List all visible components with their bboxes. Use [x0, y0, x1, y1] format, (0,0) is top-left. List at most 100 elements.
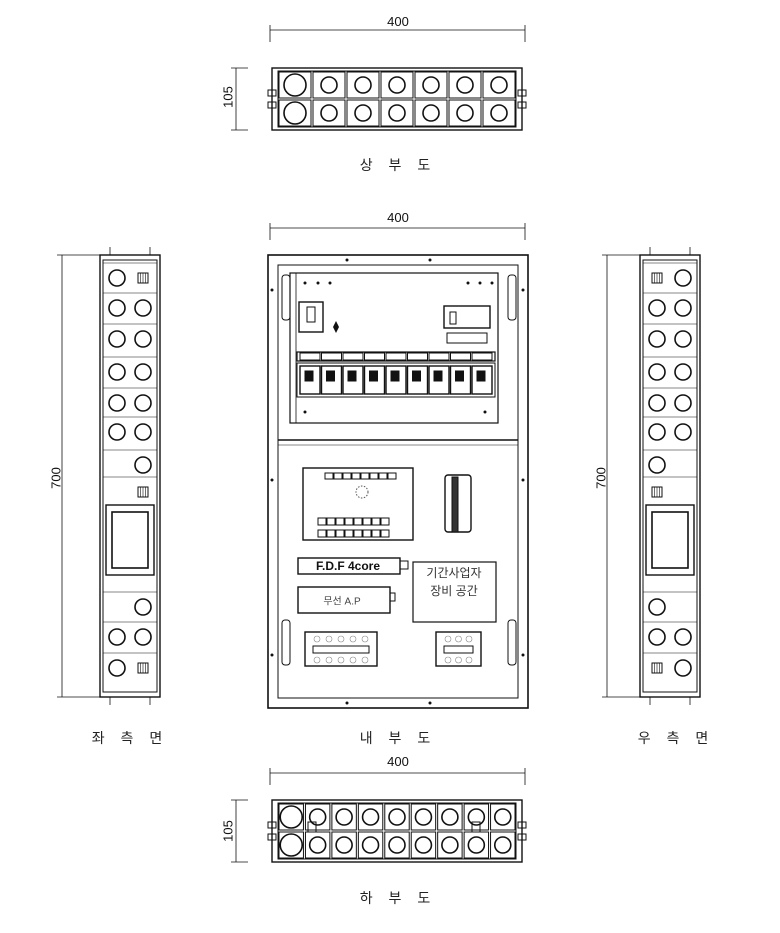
knockout-circle — [283, 73, 307, 97]
breaker-toggle — [412, 370, 421, 382]
screw-dot — [303, 410, 307, 414]
screw-dot — [345, 258, 349, 262]
circuit-breaker — [428, 365, 450, 395]
cable-window — [111, 511, 149, 569]
breaker-toggle — [347, 370, 357, 382]
rj45-port — [326, 517, 336, 526]
right-view-label: 우 측 면 — [637, 730, 715, 746]
circuit-breaker — [449, 365, 472, 395]
latch-left — [267, 101, 277, 109]
knockout-circle — [283, 101, 307, 125]
rj45-port — [378, 472, 388, 480]
knockout-circle — [674, 394, 692, 412]
busbar — [296, 351, 496, 362]
knockout-circle — [108, 423, 126, 441]
knockout-circle — [134, 628, 152, 646]
terminal-label — [312, 645, 370, 654]
knockout-cell — [380, 71, 414, 99]
apu-switch — [449, 311, 457, 325]
circuit-breaker — [320, 365, 343, 395]
knockout-circle — [108, 659, 126, 677]
terminal-screw — [337, 656, 345, 664]
rj45-port — [371, 529, 381, 538]
breaker-toggle — [390, 370, 400, 382]
breaker-toggle — [326, 370, 335, 382]
breaker-toggle — [369, 370, 378, 382]
screw-dot — [428, 258, 432, 262]
knockout-circle — [388, 104, 406, 122]
knockout-circle — [490, 76, 508, 94]
knockout-cell — [410, 803, 437, 831]
knockout-circle — [674, 299, 692, 317]
carrier-space-line2: 장비 공간 — [430, 584, 478, 598]
knockout-circle — [134, 598, 152, 616]
top-plan-body — [277, 70, 517, 128]
breaker-label — [471, 352, 493, 361]
knockout-circle — [388, 808, 406, 826]
terminal-screw — [455, 656, 462, 664]
latch-tab — [307, 821, 317, 833]
knockout-circle — [134, 423, 152, 441]
knockout-cell — [482, 99, 516, 127]
bottom-terminal-block — [304, 631, 378, 667]
rj45-port — [351, 472, 361, 480]
knockout-circle — [422, 104, 440, 122]
circuit-breaker — [385, 365, 407, 395]
latch-left — [267, 89, 277, 97]
knockout-circle — [648, 394, 666, 412]
screw-dot — [483, 410, 487, 414]
rj45-port — [317, 517, 327, 526]
knockout-circle — [648, 299, 666, 317]
knockout-circle — [648, 423, 666, 441]
knockout-cell — [331, 803, 357, 831]
terminal-screw — [444, 635, 452, 643]
knockout-circle — [320, 104, 338, 122]
breaker-label — [299, 352, 321, 361]
knockout-cell — [448, 71, 482, 99]
network-switch — [302, 467, 414, 541]
breaker-toggle — [433, 370, 443, 382]
screw-dot — [466, 281, 470, 285]
latch-right — [517, 821, 527, 829]
knockout-cell — [380, 99, 414, 127]
rj45-port — [362, 529, 372, 538]
circuit-breaker — [406, 365, 429, 395]
knockout-cell — [357, 803, 384, 831]
wireless-ap-label: 무선 A.P — [323, 596, 361, 608]
knockout-circle — [308, 836, 327, 854]
right-height-dimension: 700 — [593, 467, 609, 489]
knockout-circle — [361, 808, 380, 826]
knockout-circle — [108, 299, 126, 317]
terminal-screw — [444, 656, 452, 664]
knockout-circle — [467, 808, 486, 826]
carrier-equipment-space — [412, 561, 497, 623]
knockout-circle — [674, 628, 692, 646]
latch-right — [517, 89, 527, 97]
knockout-circle — [467, 836, 486, 854]
terminal-screw — [361, 656, 369, 664]
bottom-view-label: 하 부 도 — [359, 890, 437, 906]
breaker-label — [407, 352, 428, 361]
apu-unit — [443, 305, 491, 329]
left-height-dimension: 700 — [48, 467, 64, 489]
side-handle — [281, 619, 291, 666]
knockout-circle — [134, 456, 152, 474]
screw-dot — [478, 281, 482, 285]
knockout-circle — [388, 836, 406, 854]
rj45-port — [326, 529, 336, 538]
top-width-dimension: 400 — [387, 14, 409, 29]
knockout-cell — [410, 831, 437, 859]
screw-dot — [521, 653, 525, 657]
knockout-circle — [279, 805, 304, 829]
circuit-breaker — [471, 365, 493, 395]
breaker-label — [385, 352, 407, 361]
knockout-circle — [674, 363, 692, 381]
screw-dot — [270, 288, 274, 292]
right-side-outline — [639, 254, 701, 698]
knockout-circle — [361, 836, 380, 854]
knockout-cell — [482, 71, 516, 99]
knockout-cell — [384, 831, 410, 859]
side-handle — [507, 619, 517, 666]
rj45-port — [335, 529, 345, 538]
knockout-circle — [441, 808, 459, 826]
